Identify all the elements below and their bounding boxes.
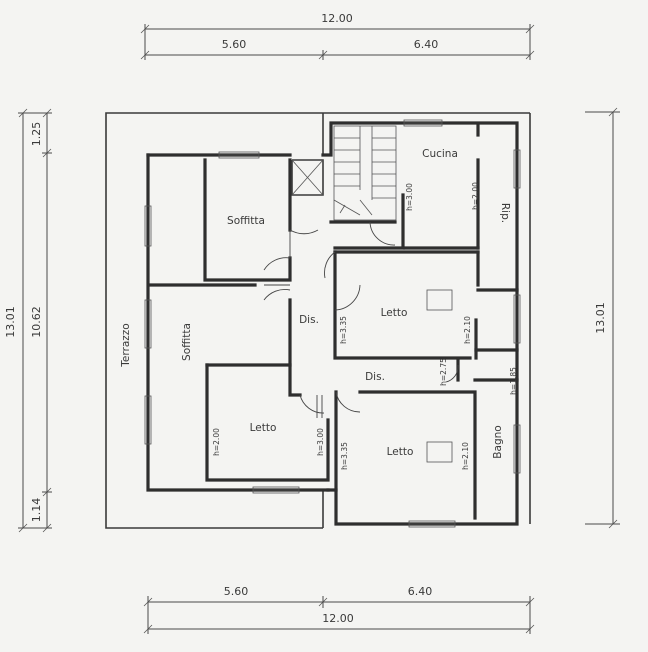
skylight-letto-center: [426, 289, 453, 311]
height-cucina: h=3.00: [405, 183, 414, 211]
room-label-rip: Rip.: [499, 203, 511, 223]
dim-left-total: 13.01: [4, 306, 17, 338]
right-dimension-lines: [585, 107, 620, 529]
height-bagno: h=1.85: [509, 367, 518, 395]
room-label-cucina: Cucina: [422, 148, 458, 160]
height-letto-lower-left-left: h=2.00: [212, 428, 221, 456]
staircase: [333, 125, 397, 221]
room-label-terrazzo: Terrazzo: [120, 323, 132, 367]
left-dimension-lines: [18, 108, 52, 533]
room-label-soffitta-large: Soffitta: [181, 323, 193, 361]
dim-bottom-left: 5.60: [224, 585, 249, 598]
height-letto-lower-right-right: h=2.10: [461, 442, 470, 470]
room-label-letto-center: Letto: [381, 307, 408, 319]
terrace-outline: [105, 112, 531, 529]
height-letto-center-right: h=2.10: [463, 316, 472, 344]
room-label-letto-lower-left: Letto: [250, 422, 277, 434]
windows: [144, 119, 521, 528]
height-letto-lower-left-right: h=3.00: [316, 428, 325, 456]
dim-bottom-total: 12.00: [322, 612, 354, 625]
skylight-letto-lower-right: [426, 441, 453, 463]
dim-left-bottom: 1.14: [30, 498, 43, 523]
height-letto-center-left: h=3.35: [339, 316, 348, 344]
bottom-dimension-lines: [143, 596, 535, 634]
room-label-dis-lower: Dis.: [365, 371, 385, 383]
dim-top-left: 5.60: [222, 38, 247, 51]
dim-top-total: 12.00: [321, 12, 353, 25]
room-label-letto-lower-right: Letto: [387, 446, 414, 458]
dim-right-total: 13.01: [594, 302, 607, 334]
room-label-dis-upper: Dis.: [299, 314, 319, 326]
interior-walls: [148, 123, 519, 520]
dim-bottom-right: 6.40: [408, 585, 433, 598]
height-dis-lower: h=2.75: [439, 358, 448, 386]
room-label-bagno: Bagno: [492, 425, 504, 458]
dim-left-top: 1.25: [30, 122, 43, 147]
dim-top-right: 6.40: [414, 38, 439, 51]
room-label-soffitta-small: Soffitta: [227, 215, 265, 227]
top-dimension-lines: [140, 24, 535, 60]
height-letto-lower-right-left: h=3.35: [340, 442, 349, 470]
dim-left-middle: 10.62: [30, 306, 43, 338]
door-swings: [263, 221, 459, 418]
height-rip: h=2.00: [471, 182, 480, 210]
